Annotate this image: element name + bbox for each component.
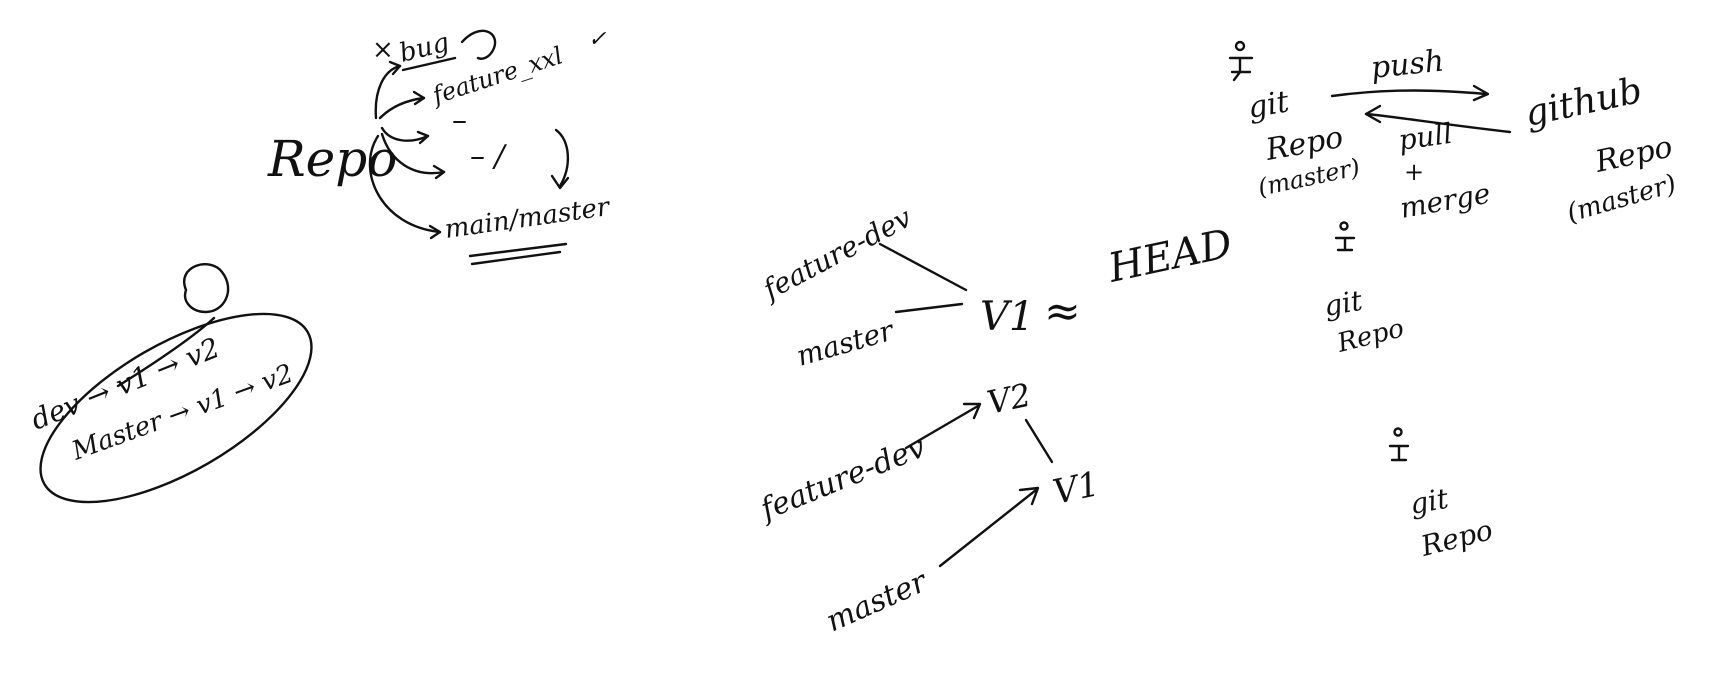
feature-to-v1-line — [878, 242, 968, 292]
master-ellipse — [39, 312, 313, 504]
bug-loop — [460, 29, 497, 60]
dash-a: – — [452, 103, 467, 138]
repo-branching-sketch: Repo × bug feature_xxl ✓ – – / main/mast… — [267, 27, 613, 266]
master-to-v1-arrow-head — [1018, 486, 1040, 506]
push-label: push — [1369, 43, 1446, 85]
approx-symbol: ≈ — [1044, 286, 1081, 337]
feature-to-v2-arrow-head — [962, 402, 982, 420]
commit-v2-label: V2 — [984, 376, 1034, 422]
head-label: HEAD — [1104, 221, 1237, 292]
local-git-label: git — [1245, 84, 1292, 126]
commit-master-label: master — [821, 564, 933, 640]
arrow-to-dash-a-head — [416, 130, 430, 145]
repo-label: Repo — [267, 130, 397, 188]
remote-sync-sketch: git Repo (master) push pull + merge gith… — [1228, 40, 1680, 563]
head-v1-label: V1 — [980, 294, 1034, 340]
cross-mark: × — [372, 35, 394, 65]
main-underline-2 — [470, 250, 562, 266]
master-to-v1-line — [894, 302, 964, 314]
arrow-to-main — [368, 134, 442, 234]
user2-repo-label: Repo — [1333, 313, 1406, 359]
plus-label: + — [1404, 158, 1424, 186]
commit-graph-sketch: feature-dev V2 V1 master — [754, 376, 1103, 640]
push-arrow — [1330, 89, 1488, 98]
arrow-to-main-head — [428, 224, 442, 240]
arrow-to-bug — [374, 64, 402, 120]
github-branch-label: (master) — [1564, 169, 1680, 229]
arrow-to-bug-head — [388, 60, 402, 76]
arrow-to-feature — [378, 96, 426, 120]
dev-connector — [116, 316, 216, 388]
v2-to-v1-line — [1024, 418, 1054, 464]
user3-git-label: git — [1407, 482, 1451, 521]
head-master-label: master — [793, 313, 899, 372]
pull-arrow-head — [1364, 104, 1382, 124]
head-sketch: feature-dev master V1 ≈ HEAD — [756, 201, 1236, 373]
ellipse-branch-sketch: dev → v1 → v2 Master → v1 → v2 — [26, 263, 313, 504]
arrow-to-dash-b — [380, 132, 446, 175]
person-icon — [1228, 40, 1254, 82]
arrow-to-dash-a — [380, 126, 430, 142]
bug-underline — [401, 56, 457, 72]
head-feature-label: feature-dev — [756, 201, 917, 308]
person-icon-user3 — [1388, 427, 1410, 462]
merge-hook — [554, 128, 570, 188]
arrow-to-feature-head — [412, 90, 426, 106]
main-master-label: main/master — [443, 192, 613, 245]
master-to-v1-arrow — [938, 488, 1038, 568]
github-label: github — [1521, 70, 1645, 135]
dash-b: – / — [470, 139, 508, 174]
commit-v1-label: V1 — [1050, 464, 1103, 513]
merge-hook-head — [550, 174, 570, 190]
main-underline-1 — [468, 242, 568, 258]
user3-repo-label: Repo — [1417, 513, 1496, 563]
pull-label: pull — [1396, 117, 1454, 157]
branch-bug-label: bug — [396, 28, 452, 69]
push-arrow-head — [1472, 84, 1490, 102]
check-mark: ✓ — [588, 27, 607, 52]
arrow-to-dash-b-head — [432, 164, 446, 180]
commit-feature-label: feature-dev — [754, 430, 931, 528]
v2-circle — [183, 263, 230, 314]
feature-to-v2-arrow — [904, 404, 980, 450]
user2-git-label: git — [1321, 284, 1365, 323]
person-icon-user2 — [1334, 221, 1356, 252]
pull-arrow — [1364, 112, 1512, 134]
